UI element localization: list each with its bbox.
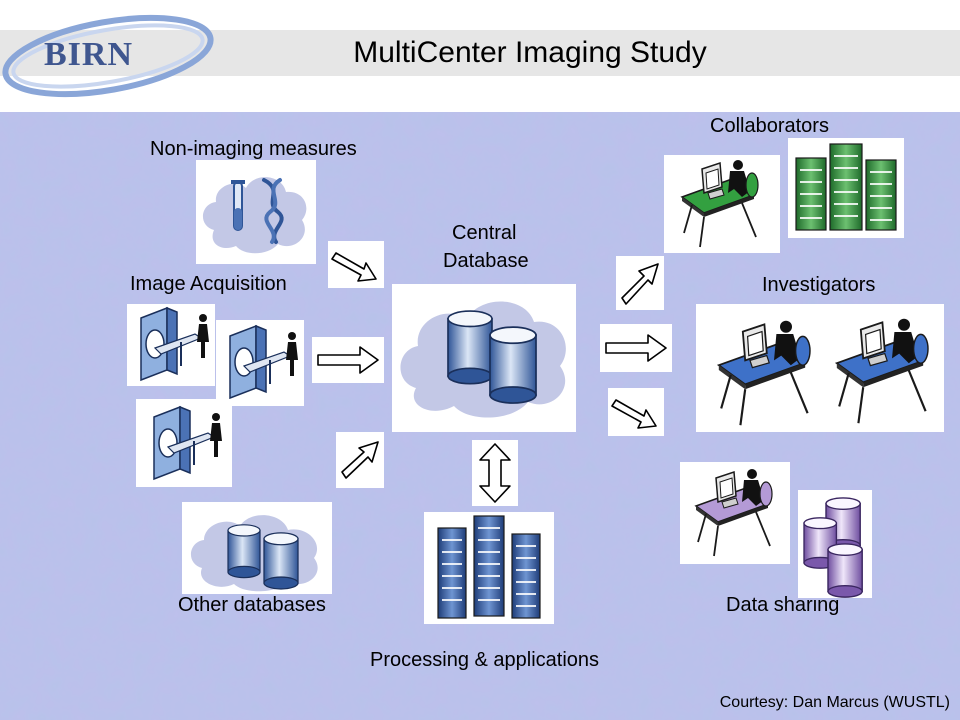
arrow-up-down-icon <box>479 443 511 503</box>
arrow-box-data-sharing <box>608 388 664 436</box>
other-databases-box <box>182 502 332 594</box>
label-database: Database <box>443 250 529 272</box>
workstation-icon <box>835 317 930 425</box>
label-investigators: Investigators <box>762 274 876 296</box>
page-title: MultiCenter Imaging Study <box>353 36 707 69</box>
database-icon <box>263 532 299 590</box>
investigators-box <box>696 304 944 432</box>
central-database-box <box>392 284 576 432</box>
label-non-imaging: Non-imaging measures <box>150 138 357 160</box>
label-data-sharing: Data sharing <box>726 594 840 616</box>
scanner-box-2 <box>216 320 304 406</box>
data-sharing-workstation-box <box>680 462 790 564</box>
scanner-box-1 <box>127 304 215 386</box>
collaborator-servers-box <box>788 138 904 238</box>
arrow-down-right-icon <box>611 399 657 429</box>
database-icon <box>447 310 493 385</box>
arrow-up-right-icon <box>621 263 659 305</box>
label-processing: Processing & applications <box>370 649 600 671</box>
database-icon <box>827 543 863 598</box>
workstation-icon <box>717 319 812 427</box>
birn-swoosh-icon <box>2 14 214 98</box>
arrow-box-non-imaging <box>328 241 384 288</box>
arrow-down-right-icon <box>331 252 377 282</box>
processing-box <box>424 512 554 624</box>
server-racks-icon <box>795 143 897 231</box>
server-racks-icon <box>437 515 541 619</box>
cloud-icon <box>202 177 307 254</box>
arrow-up-right-icon <box>341 441 379 479</box>
birn-logo <box>0 10 240 102</box>
mri-scanner-icon <box>153 406 223 480</box>
label-image-acquisition: Image Acquisition <box>130 273 287 295</box>
database-icon <box>227 524 261 579</box>
scanner-box-3 <box>136 399 232 487</box>
arrow-box-image-acquisition <box>312 337 384 383</box>
mri-scanner-icon <box>140 307 210 381</box>
arrow-right-icon <box>317 346 379 374</box>
dna-icon <box>262 178 284 244</box>
data-sharing-database-box <box>798 490 872 598</box>
non-imaging-box <box>196 160 316 264</box>
collaborator-workstation-box <box>664 155 780 253</box>
arrow-box-processing <box>472 440 518 506</box>
logo-text: BIRN <box>44 36 134 73</box>
database-icon <box>489 326 537 404</box>
arrow-box-other-databases <box>336 432 384 488</box>
workstation-icon <box>695 468 773 557</box>
courtesy-note: Courtesy: Dan Marcus (WUSTL) <box>719 694 950 711</box>
arrow-box-collaborators <box>616 256 664 310</box>
label-central: Central <box>452 222 517 244</box>
label-collaborators: Collaborators <box>710 115 829 137</box>
mri-scanner-icon <box>229 325 299 399</box>
arrow-box-investigators <box>600 324 672 372</box>
arrow-right-icon <box>605 334 667 362</box>
test-tube-icon <box>231 180 245 231</box>
workstation-icon <box>681 159 759 248</box>
label-other-databases: Other databases <box>178 594 326 616</box>
